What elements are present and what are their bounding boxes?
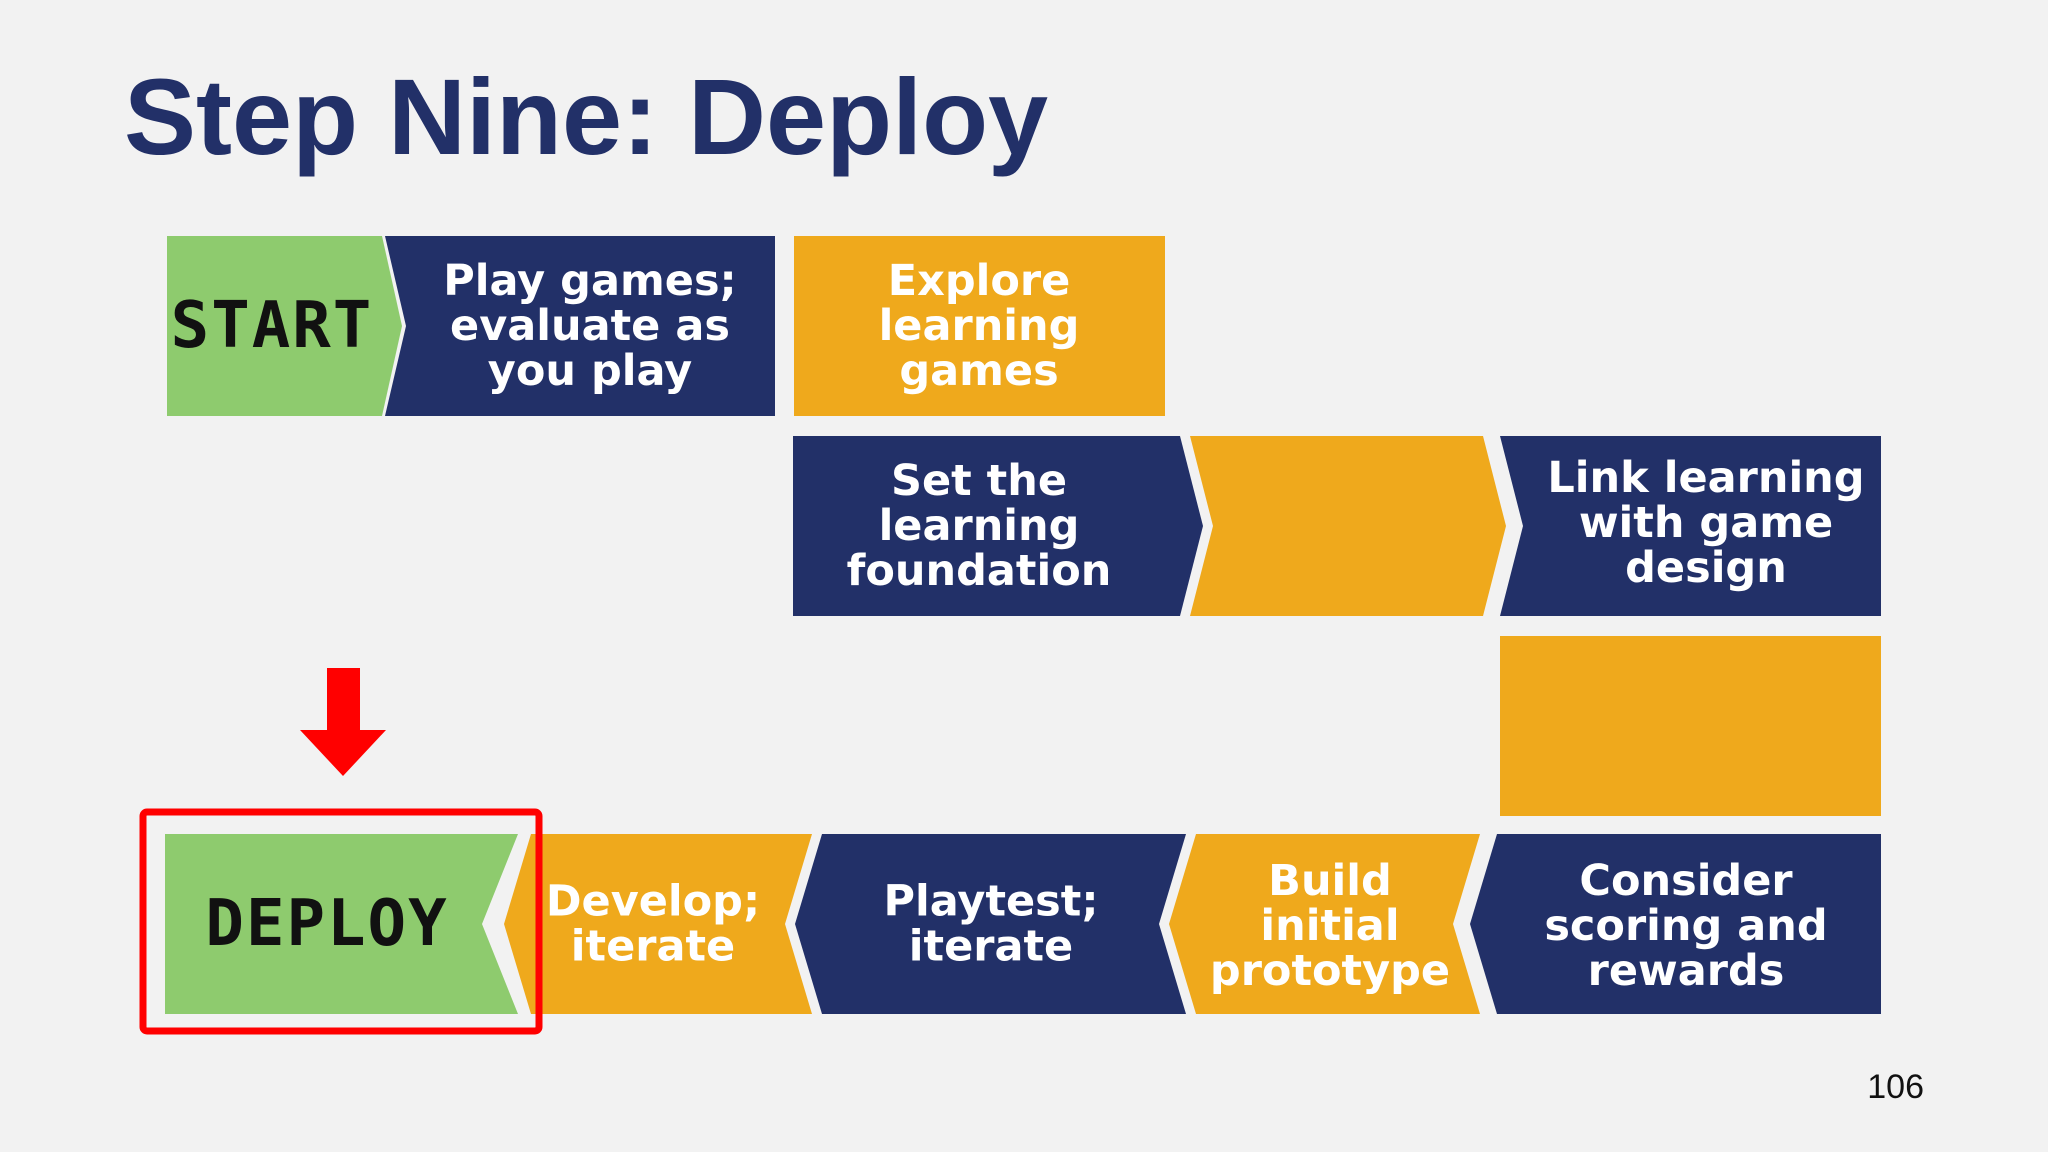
step-playtest: Playtest;iterate: [795, 834, 1186, 1014]
step-deploy-shape: [165, 834, 518, 1014]
step-middle-blank-shape: [1190, 436, 1506, 616]
step-foundation-shape: [793, 436, 1203, 616]
step-explore-label-line: learning: [879, 301, 1080, 351]
step-prototype-label-line: Build: [1268, 856, 1392, 906]
step-prototype-label-line: prototype: [1210, 946, 1450, 996]
step-prototype-label-line: initial: [1260, 901, 1399, 951]
step-develop-shape: [504, 834, 812, 1014]
step-scoring-label-line: scoring and: [1544, 901, 1827, 951]
step-play-games-label-line: you play: [488, 346, 692, 396]
step-explore-label-line: Explore: [888, 256, 1071, 306]
step-scoring-label-line: rewards: [1588, 946, 1785, 996]
step-foundation-label-line: learning: [879, 501, 1080, 551]
step-start: START: [167, 236, 402, 416]
step-playtest-label-line: Playtest;: [883, 876, 1098, 926]
step-develop-label-line: iterate: [571, 922, 735, 972]
step-play-games-shape: [385, 236, 775, 416]
step-link-learning-label-line: Link learning: [1547, 453, 1864, 503]
step-explore-shape: [794, 236, 1165, 416]
step-play-games-label-line: evaluate as: [450, 301, 730, 351]
step-middle-blank: [1190, 436, 1506, 616]
step-explore-label-line: games: [899, 346, 1058, 396]
step-link-learning-shape: [1500, 436, 1881, 616]
step-develop: Develop;iterate: [504, 834, 812, 1014]
down-arrow-icon: [300, 668, 386, 776]
step-start-shape: [167, 236, 402, 416]
step-link-learning-label-line: with game: [1579, 498, 1833, 548]
step-foundation-label-line: foundation: [847, 546, 1112, 596]
step-develop-label-line: Develop;: [546, 876, 760, 926]
step-deploy-label-line: DEPLOY: [205, 887, 448, 961]
step-right-blank-shape: [1500, 636, 1881, 816]
step-start-label-line: START: [171, 289, 374, 363]
step-play-games-label-line: Play games;: [443, 256, 737, 306]
page-number: 106: [1867, 1068, 1924, 1106]
step-playtest-shape: [795, 834, 1186, 1014]
step-right-blank: [1500, 636, 1881, 816]
slide-title: Step Nine: Deploy: [124, 56, 1049, 177]
step-foundation-label-line: Set the: [891, 456, 1067, 506]
step-link-learning-label-line: design: [1625, 543, 1787, 593]
step-scoring-shape: [1470, 834, 1881, 1014]
step-scoring-label-line: Consider: [1579, 856, 1793, 906]
step-prototype-shape: [1169, 834, 1480, 1014]
step-playtest-label-line: iterate: [909, 922, 1073, 972]
step-deploy: DEPLOY: [165, 834, 518, 1014]
highlight-frame: [139, 808, 543, 1035]
